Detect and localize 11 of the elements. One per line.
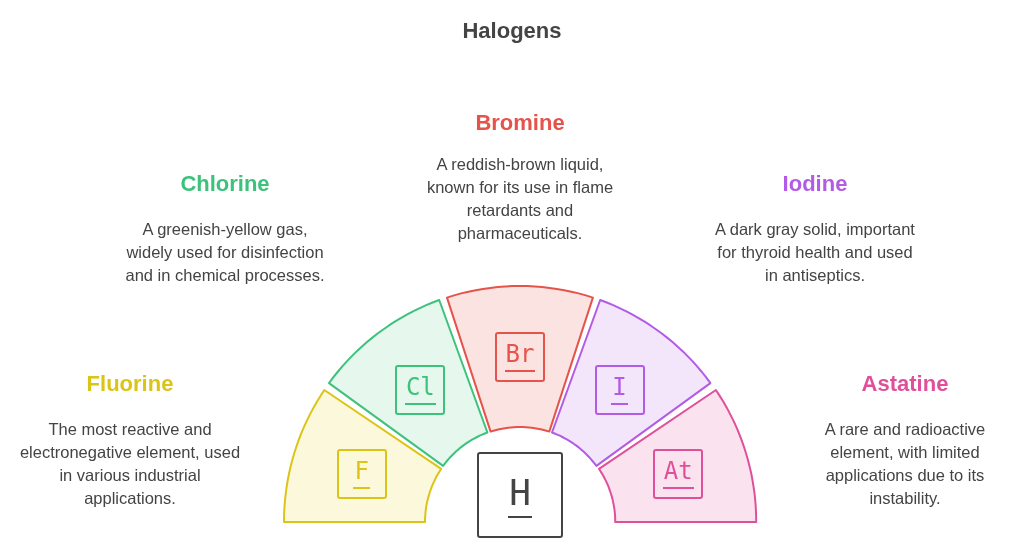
title: Halogens [461, 18, 563, 44]
element-name: Fluorine [85, 371, 175, 397]
element-description: A dark gray solid, important for thyroid health and used in antiseptics. [715, 219, 915, 286]
element-description: A rare and radioactive element, with limited applications due to its instability. [823, 419, 987, 509]
element-name: Bromine [474, 110, 566, 136]
element-name: Iodine [781, 171, 849, 197]
element-name: Astatine [860, 371, 950, 397]
element-description: A greenish-yellow gas, widely used for disinfection and in chemical processes. [124, 219, 326, 286]
element-description: The most reactive and electronegative element, used in various industrial applications. [18, 419, 242, 509]
element-name: Chlorine [179, 171, 271, 197]
element-description: A reddish-brown liquid, known for its use in flame retardants and pharmaceuticals. [425, 154, 615, 244]
